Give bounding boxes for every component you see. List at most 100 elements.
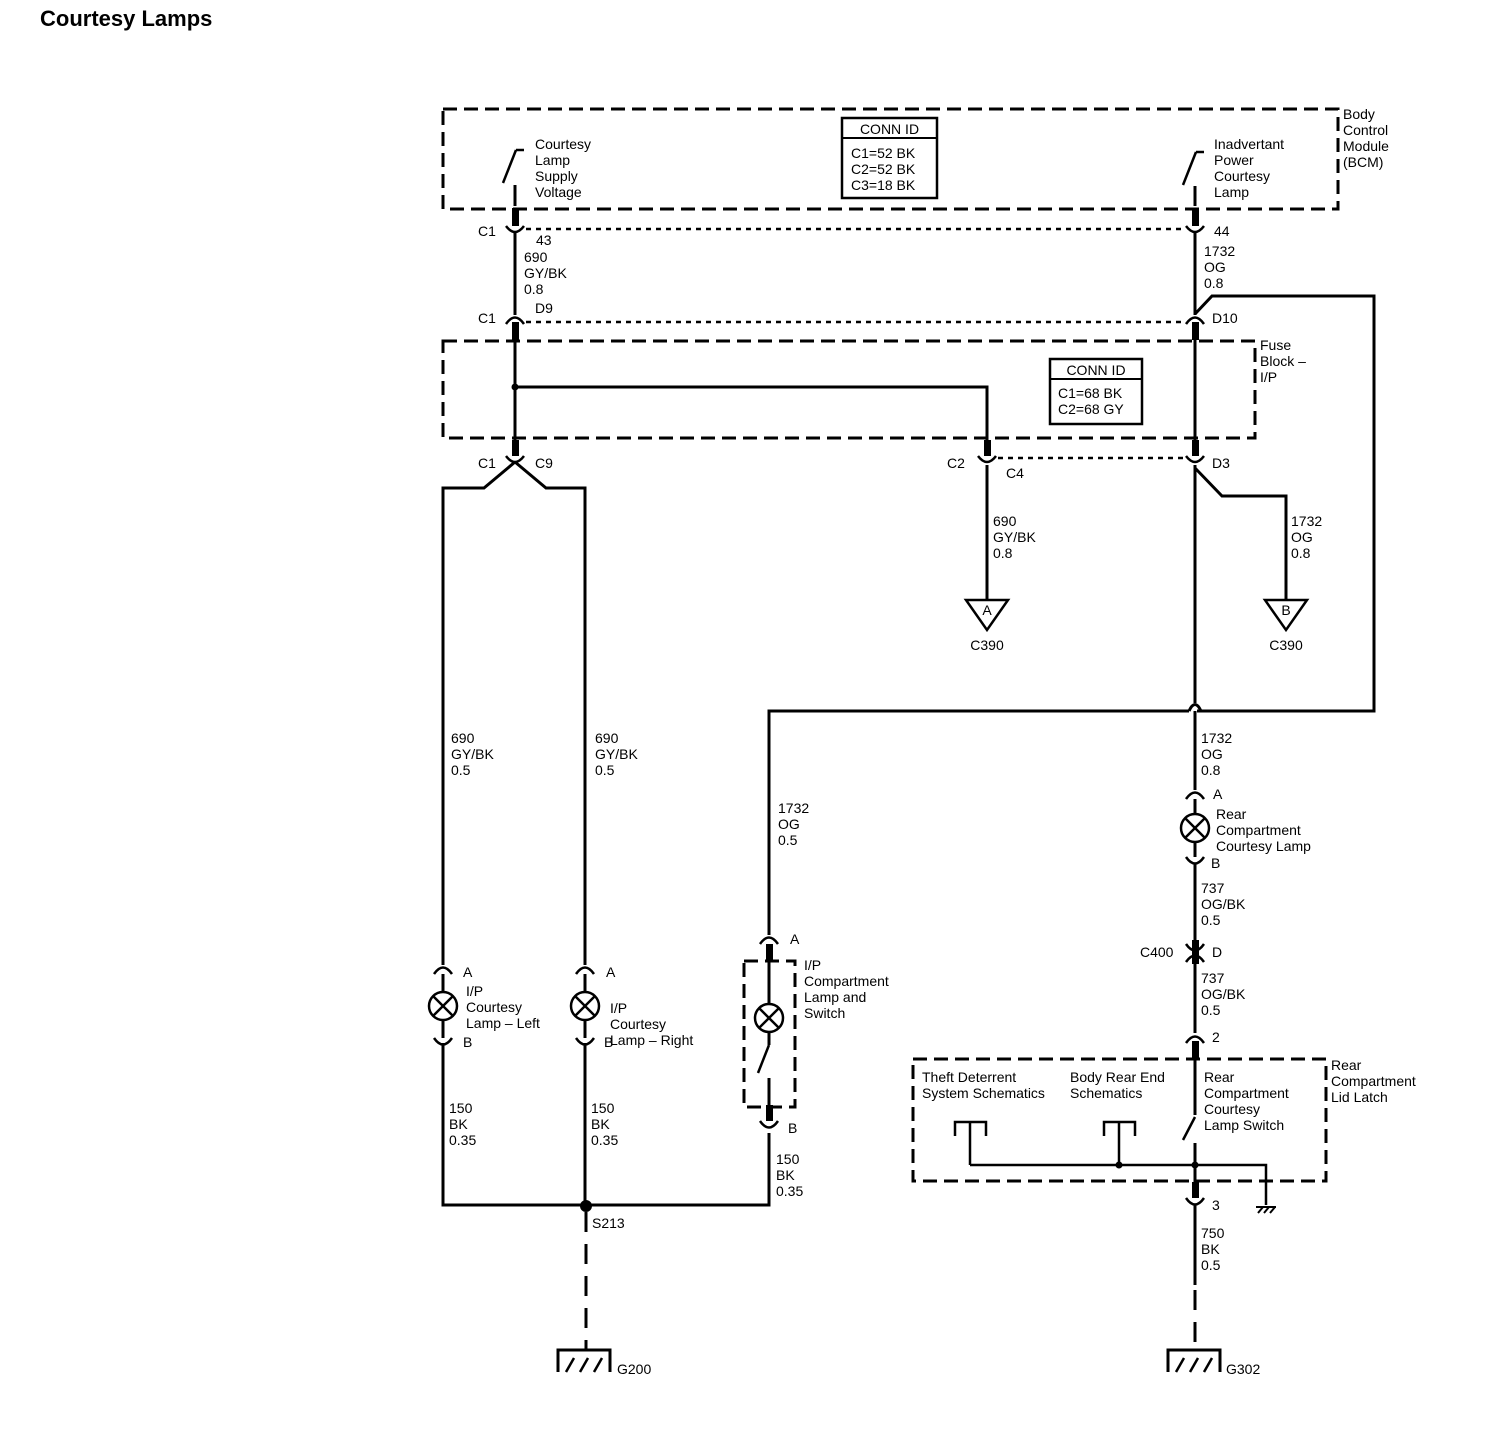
text-line: Body Rear End <box>1070 1069 1165 1085</box>
text-line: Schematics <box>1070 1085 1142 1101</box>
text-line: 737 <box>1201 880 1225 896</box>
text-line: GY/BK <box>524 265 567 281</box>
offpage-connector-b: B C390 <box>1262 598 1310 653</box>
text-line: Courtesy <box>1214 168 1270 184</box>
connector-c1-c9-label: C1 <box>478 455 496 471</box>
text-line: Lamp – Left <box>466 1015 540 1031</box>
text-line: 0.8 <box>1291 545 1311 561</box>
ground-g302: G302 <box>1166 1348 1260 1377</box>
text-line: 0.8 <box>1204 275 1224 291</box>
text-line: 0.5 <box>1201 912 1221 928</box>
text-line: Compartment <box>1204 1085 1289 1101</box>
text-line: Courtesy <box>610 1016 666 1032</box>
text-line: Courtesy <box>466 999 522 1015</box>
text-line: Lamp – Right <box>610 1032 693 1048</box>
offpage-connector-a: A C390 <box>963 598 1011 653</box>
ip-comp-pin-a: A <box>790 931 800 947</box>
text-line: Inadvertant <box>1214 136 1284 152</box>
text-line: 0.8 <box>1201 762 1221 778</box>
connector-c1-d9: C1 D9 <box>478 300 553 340</box>
text-line: (BCM) <box>1343 154 1383 170</box>
lamp-right-pin-a: A <box>606 964 616 980</box>
connector-c400: C400 D <box>1140 940 1222 964</box>
lamp-rear-pin-b: B <box>1211 855 1220 871</box>
ground-g200: G200 <box>556 1348 651 1377</box>
text-line: 150 <box>449 1100 473 1116</box>
text-line: Lamp and <box>804 989 866 1005</box>
text-line: C1=52 BK <box>851 145 916 161</box>
text-line: 0.5 <box>1201 1002 1221 1018</box>
text-line: BK <box>1201 1241 1220 1257</box>
lamp-left-pin-b: B <box>463 1034 472 1050</box>
text-line: Compartment <box>1216 822 1301 838</box>
text-line: 0.5 <box>778 832 798 848</box>
text-line: Lamp <box>1214 184 1249 200</box>
text-line: Compartment <box>1331 1073 1416 1089</box>
splice-s213-label: S213 <box>592 1215 625 1231</box>
text-line: I/P <box>466 983 483 999</box>
connector-c2-c4: C2 C4 <box>947 440 1024 481</box>
connector-d3: D3 <box>1185 440 1230 471</box>
text-line: Switch <box>804 1005 845 1021</box>
wire-1732-bypass <box>1193 294 1376 713</box>
text-line: Rear <box>1216 806 1247 822</box>
text-line: OG <box>1204 259 1226 275</box>
ground-g200-label: G200 <box>617 1361 651 1377</box>
text-line: I/P <box>804 957 821 973</box>
fuse-block-conn-id-header: CONN ID <box>1066 362 1125 378</box>
text-line: OG <box>1201 746 1223 762</box>
text-line: 150 <box>591 1100 615 1116</box>
text-line: BK <box>776 1167 795 1183</box>
text-line: I/P <box>1260 369 1277 385</box>
text-line: 737 <box>1201 970 1225 986</box>
text-line: Supply <box>535 168 578 184</box>
text-line: 1732 <box>1291 513 1322 529</box>
text-line: 1732 <box>778 800 809 816</box>
text-line: Compartment <box>804 973 889 989</box>
text-line: 150 <box>776 1151 800 1167</box>
text-line: BK <box>449 1116 468 1132</box>
text-line: Rear <box>1204 1069 1235 1085</box>
page-title: Courtesy Lamps <box>40 6 213 31</box>
text-line: Rear <box>1331 1057 1362 1073</box>
text-line: OG/BK <box>1201 896 1246 912</box>
text-line: C3=18 BK <box>851 177 916 193</box>
text-line: OG/BK <box>1201 986 1246 1002</box>
connector-c1-c9: C1 C9 <box>478 440 553 471</box>
offpage-a-letter: A <box>982 602 992 618</box>
lamp-right-pin-b: B <box>604 1034 613 1050</box>
text-line: BK <box>591 1116 610 1132</box>
text-line: 0.35 <box>776 1183 803 1199</box>
text-line: Lamp Switch <box>1204 1117 1284 1133</box>
connector-c1-d9-label: C1 <box>478 310 496 326</box>
splice-s213: S213 <box>580 1200 625 1231</box>
connector-pin-c4: C4 <box>1006 465 1024 481</box>
connector-pin-d9: D9 <box>535 300 553 316</box>
text-line: Courtesy Lamp <box>1216 838 1311 854</box>
offpage-a-ref: C390 <box>970 637 1004 653</box>
text-line: GY/BK <box>595 746 638 762</box>
text-line: 0.35 <box>449 1132 476 1148</box>
connector-pin-d10: D10 <box>1212 310 1238 326</box>
connector-pin-44: 44 <box>1214 223 1230 239</box>
offpage-b-letter: B <box>1281 602 1290 618</box>
